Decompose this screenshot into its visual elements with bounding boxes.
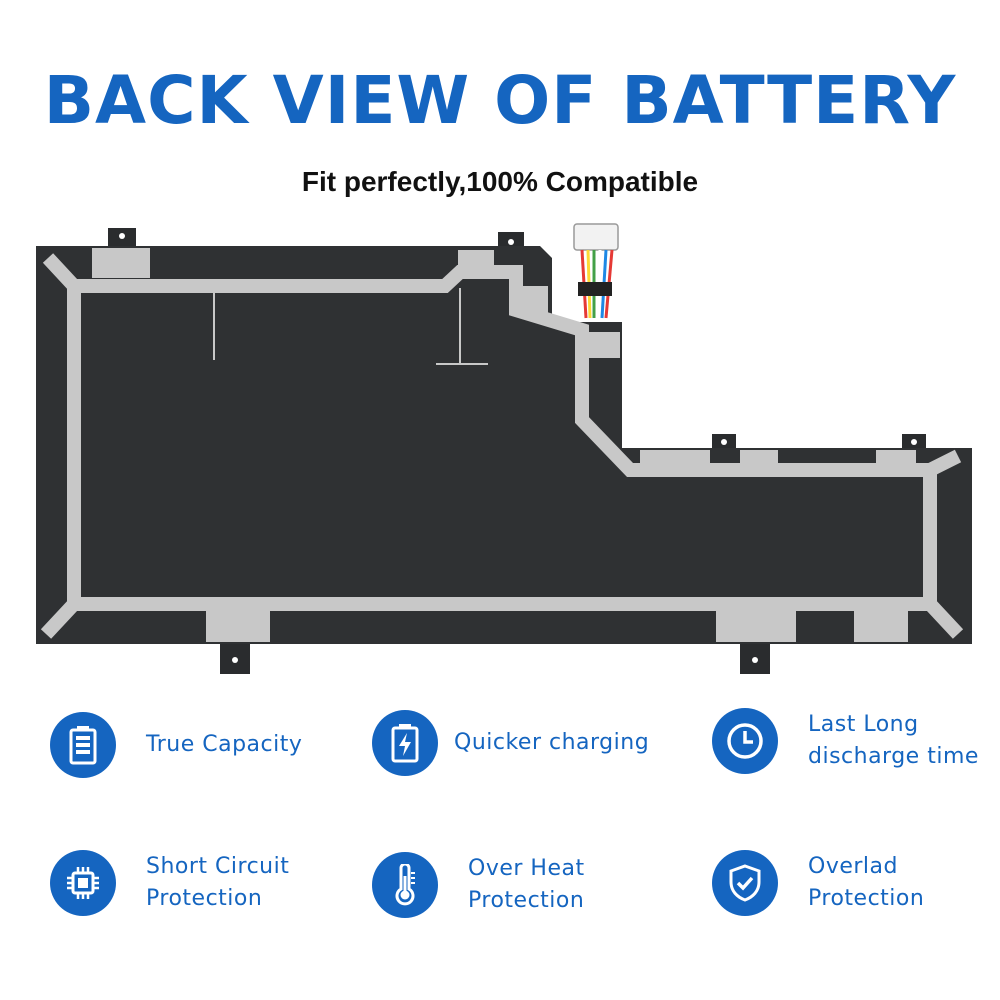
battery-body (36, 246, 972, 644)
feature-label-line2: discharge time (808, 744, 979, 769)
feature-short-circuit: Short Circuit Protection (50, 850, 289, 916)
feature-label-line1: Last Long (808, 712, 919, 737)
thermometer-icon (372, 852, 438, 918)
feature-label-line1: Overlad (808, 854, 898, 879)
chip-icon (50, 850, 116, 916)
page-subtitle: Fit perfectly,100% Compatible (301, 166, 699, 197)
feature-label-line1: Short Circuit (146, 854, 290, 879)
page-title: BACK VIEW OF BATTERY (43, 62, 957, 139)
clock-icon (712, 708, 778, 774)
feature-label-line2: Protection (468, 888, 585, 913)
feature-label: Quicker charging (454, 730, 650, 755)
shield-check-icon (712, 850, 778, 916)
feature-label: True Capacity (146, 732, 303, 757)
battery-icon (50, 712, 116, 778)
feature-true-capacity: True Capacity (50, 712, 302, 778)
feature-last-long: Last Long discharge time (712, 708, 979, 774)
feature-quicker-charging: Quicker charging (372, 710, 649, 776)
feature-overload: Overlad Protection (712, 850, 924, 916)
charging-icon (372, 710, 438, 776)
battery-connector (573, 223, 619, 319)
feature-label-line2: Protection (808, 886, 925, 911)
feature-label-line1: Over Heat (468, 856, 585, 881)
tape-strips (92, 248, 916, 642)
feature-label-line2: Protection (146, 886, 263, 911)
battery-tape (40, 253, 964, 639)
